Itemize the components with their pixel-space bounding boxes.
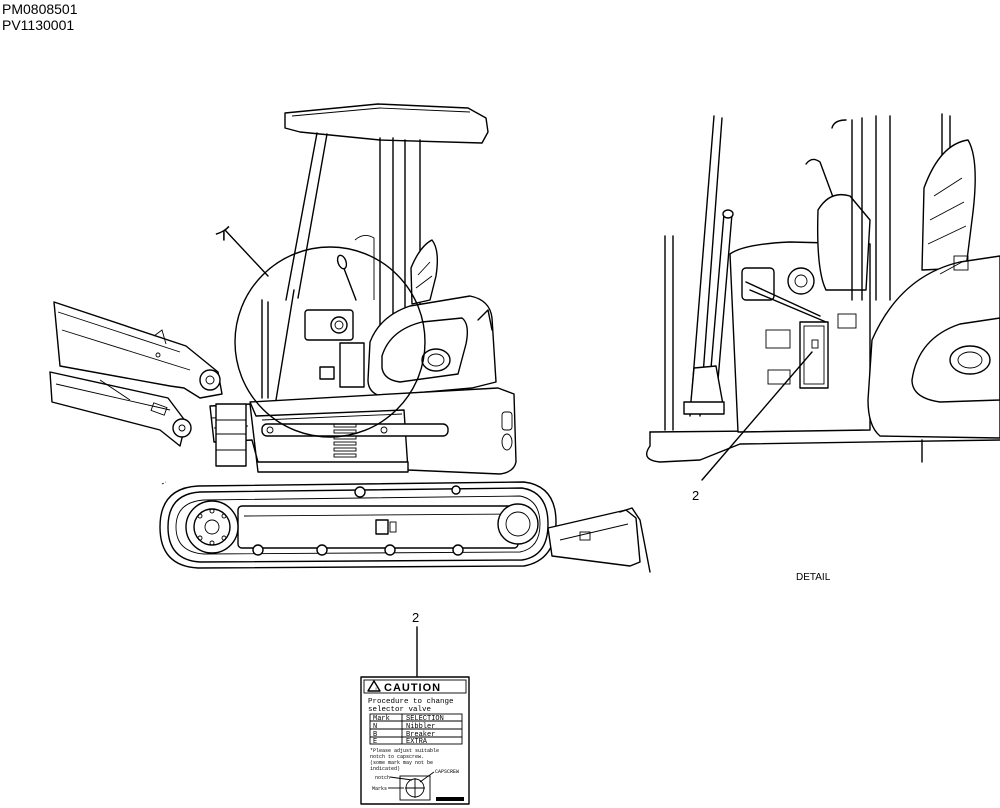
decal-note-4: indicated) xyxy=(370,766,400,772)
detail-label: DETAIL xyxy=(796,572,831,583)
decal-line-2: selector valve xyxy=(368,706,431,714)
table-cell: Breaker xyxy=(406,731,435,739)
decal-heading: CAUTION xyxy=(384,682,441,694)
decal-line-1: Procedure to change xyxy=(368,698,454,706)
table-cell: N xyxy=(373,723,377,731)
label-capscrew: CAPSCREW xyxy=(435,769,459,775)
table-cell: E xyxy=(373,738,377,746)
drawing-code-2: PV1130001 xyxy=(2,17,75,33)
detail-circle xyxy=(234,246,426,438)
table-cell: B xyxy=(373,731,377,739)
decal-note-2: notch to capscrew. xyxy=(370,754,424,760)
label-marks: Marks xyxy=(372,786,387,792)
part-number-strip xyxy=(436,797,464,801)
caution-decal: 2 ! CAUTION Procedure to change selector… xyxy=(360,610,470,805)
table-header-selection: SELECTION xyxy=(406,715,444,723)
decal-note-1: *Please adjust suitable xyxy=(370,748,439,754)
table-cell: Nibbler xyxy=(406,723,435,731)
decal-border xyxy=(360,676,470,805)
table-cell: EXTRA xyxy=(406,738,428,746)
warning-triangle-icon xyxy=(367,680,381,692)
svg-text:!: ! xyxy=(375,686,376,691)
decal-note-3: (some mark may not be xyxy=(370,760,433,766)
table-header-mark: Mark xyxy=(373,715,390,723)
circle-marker-label: イ xyxy=(214,224,232,244)
leader-circle xyxy=(224,229,269,277)
excavator-side-view: イ xyxy=(49,103,651,573)
detail-part-number: 2 xyxy=(692,488,699,503)
leader-detail-part-2 xyxy=(701,351,813,481)
label-notch: notch xyxy=(375,775,390,781)
drawing-code-1: PM0808501 xyxy=(2,1,78,17)
decal-part-number: 2 xyxy=(412,610,419,625)
decal-location xyxy=(799,321,829,389)
detail-view: 2 DETAIL xyxy=(646,113,1000,583)
